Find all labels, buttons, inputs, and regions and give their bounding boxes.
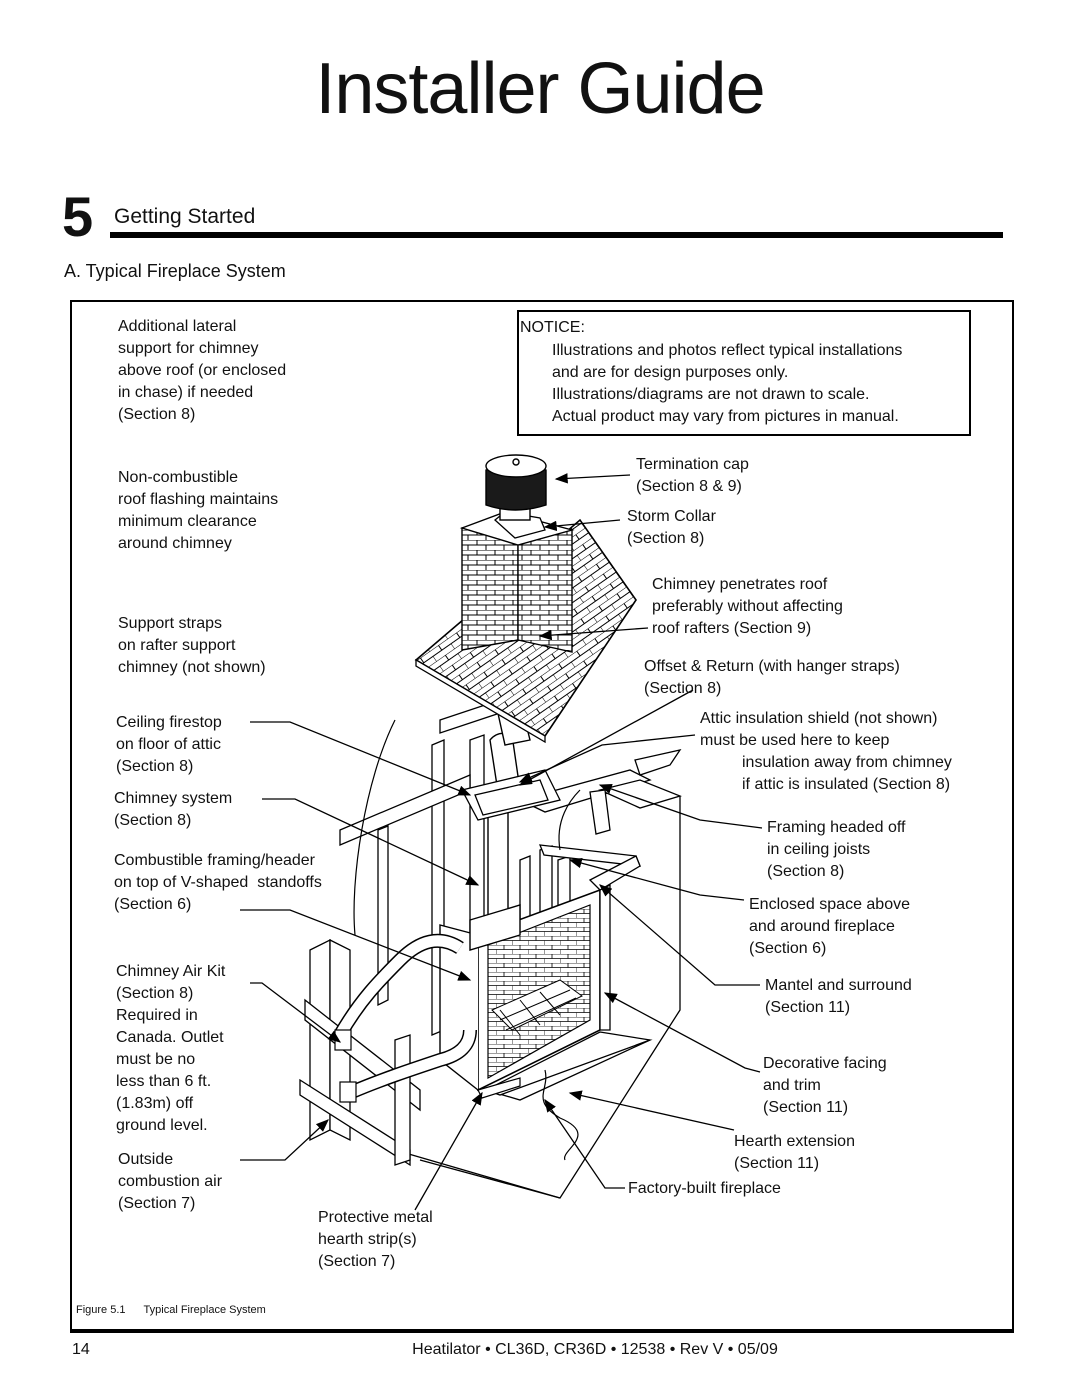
label-combustible-framing: Combustible framing/header on top of V-s… — [114, 852, 322, 913]
firebox — [439, 888, 601, 1099]
label-attic-shield: Attic insulation shield (not shown) must… — [700, 710, 938, 749]
section-title: Getting Started — [114, 205, 256, 228]
label-factory-built-fireplace: Factory-built fireplace — [628, 1180, 781, 1197]
label-roof-flashing: Non-combustible roof flashing maintains … — [118, 469, 279, 552]
subsection-title: A. Typical Fireplace System — [64, 261, 286, 281]
page-title: Installer Guide — [315, 49, 765, 129]
label-framing-headed-off: Framing headed off in ceiling joists (Se… — [767, 819, 906, 880]
notice-heading: NOTICE: — [520, 319, 585, 336]
notice-line: and are for design purposes only. — [552, 364, 789, 381]
label-chimney-air-kit: Chimney Air Kit (Section 8) Required in … — [116, 963, 226, 1134]
figure-caption: Figure 5.1 Typical Fireplace System — [76, 1304, 284, 1316]
label-lateral-support: Additional lateral support for chimney a… — [118, 318, 287, 423]
termination-cap — [485, 454, 547, 521]
label-outside-combustion-air: Outside combustion air (Section 7) — [118, 1151, 223, 1212]
label-chimney-penetrates-roof: Chimney penetrates roof preferably witho… — [652, 576, 843, 637]
label-hearth-strip: Protective metal hearth strip(s) (Sectio… — [318, 1209, 433, 1270]
label-chimney-system: Chimney system (Section 8) — [114, 790, 233, 829]
section-number: 5 — [62, 185, 94, 248]
label-storm-collar: Storm Collar (Section 8) — [627, 508, 716, 547]
notice-line: Illustrations and photos reflect typical… — [552, 342, 903, 359]
page-number: 14 — [72, 1341, 90, 1358]
footer-text: Heatilator • CL36D, CR36D • 12538 • Rev … — [412, 1341, 778, 1358]
leader-lines — [240, 473, 763, 1211]
label-mantel-surround: Mantel and surround (Section 11) — [765, 977, 912, 1016]
air-kit-duct — [333, 933, 477, 1103]
label-enclosed-space: Enclosed space above and around fireplac… — [749, 896, 910, 957]
label-attic-shield-cont: insulation away from chimney if attic is… — [742, 754, 952, 793]
notice-line: Illustrations/diagrams are not drawn to … — [552, 386, 870, 403]
label-offset-return: Offset & Return (with hanger straps) (Se… — [644, 658, 900, 697]
label-decorative-facing: Decorative facing and trim (Section 11) — [763, 1055, 887, 1116]
footer-divider — [70, 1331, 1014, 1333]
figure-frame — [70, 300, 1014, 1331]
notice-box — [517, 310, 971, 436]
label-ceiling-firestop: Ceiling firestop on floor of attic (Sect… — [116, 714, 222, 775]
figure-number: Figure 5.1 — [76, 1304, 126, 1316]
label-hearth-extension: Hearth extension (Section 11) — [734, 1133, 855, 1172]
section-divider — [110, 232, 1003, 238]
notice-line: Actual product may vary from pictures in… — [552, 408, 899, 425]
label-support-straps: Support straps on rafter support chimney… — [118, 615, 266, 676]
figure-caption-text: Typical Fireplace System — [143, 1304, 266, 1316]
label-termination-cap: Termination cap (Section 8 & 9) — [636, 456, 749, 495]
